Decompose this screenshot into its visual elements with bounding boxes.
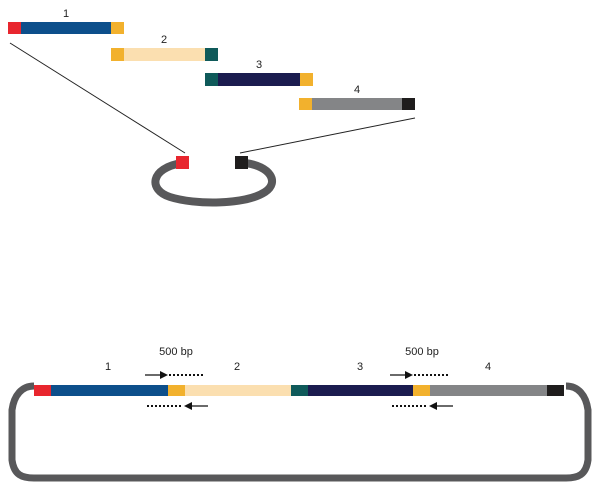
junction-size-label: 500 bp bbox=[405, 346, 439, 358]
junction-1-overlap bbox=[168, 385, 185, 396]
orange-overlap bbox=[299, 98, 312, 110]
vector-black-end bbox=[235, 156, 248, 169]
forward-primer-arrow-icon bbox=[390, 371, 450, 379]
black-overlap bbox=[547, 385, 564, 396]
vector-backbone bbox=[8, 382, 592, 482]
blue-segment bbox=[21, 22, 111, 34]
teal-overlap bbox=[205, 73, 218, 86]
fragment-4: 4 bbox=[299, 84, 415, 110]
fragment-label: 3 bbox=[256, 59, 262, 71]
red-overlap bbox=[8, 22, 21, 34]
segment-label: 4 bbox=[485, 361, 491, 373]
junction-2-overlap bbox=[413, 385, 430, 396]
fragment-1: 1 bbox=[8, 8, 124, 34]
segment-label: 2 bbox=[234, 361, 240, 373]
reverse-primer-arrow-icon bbox=[392, 402, 453, 410]
fragment-3: 3 bbox=[205, 59, 313, 86]
vector-red-end bbox=[176, 156, 189, 169]
fragment-label: 2 bbox=[161, 34, 167, 46]
segment-2 bbox=[185, 385, 291, 396]
gray-segment bbox=[312, 98, 402, 110]
red-overlap bbox=[34, 385, 51, 396]
fragment-label: 1 bbox=[63, 8, 69, 20]
vector-backbone bbox=[151, 159, 276, 207]
linearized-vector bbox=[151, 156, 276, 207]
reverse-primer-arrow-icon bbox=[147, 402, 208, 410]
teal-overlap bbox=[205, 48, 218, 61]
teal-overlap bbox=[291, 385, 308, 396]
cream-segment bbox=[124, 48, 205, 61]
black-overlap bbox=[402, 98, 415, 110]
forward-primer-arrow-icon bbox=[145, 371, 205, 379]
connector-line-left bbox=[9, 42, 186, 154]
orange-overlap bbox=[111, 48, 124, 61]
navy-segment bbox=[218, 73, 300, 86]
fragment-2: 2 bbox=[111, 34, 218, 61]
segment-4 bbox=[430, 385, 547, 396]
connector-line-right bbox=[239, 117, 416, 154]
segment-1 bbox=[51, 385, 168, 396]
segment-label: 3 bbox=[357, 361, 363, 373]
orange-overlap bbox=[300, 73, 313, 86]
segment-3 bbox=[308, 385, 413, 396]
orange-overlap bbox=[111, 22, 124, 34]
segment-label: 1 bbox=[105, 361, 111, 373]
junction-size-label: 500 bp bbox=[159, 346, 193, 358]
assembled-construct: 1 2 3 4 500 bp 500 bp bbox=[8, 346, 592, 482]
fragment-label: 4 bbox=[354, 84, 360, 96]
